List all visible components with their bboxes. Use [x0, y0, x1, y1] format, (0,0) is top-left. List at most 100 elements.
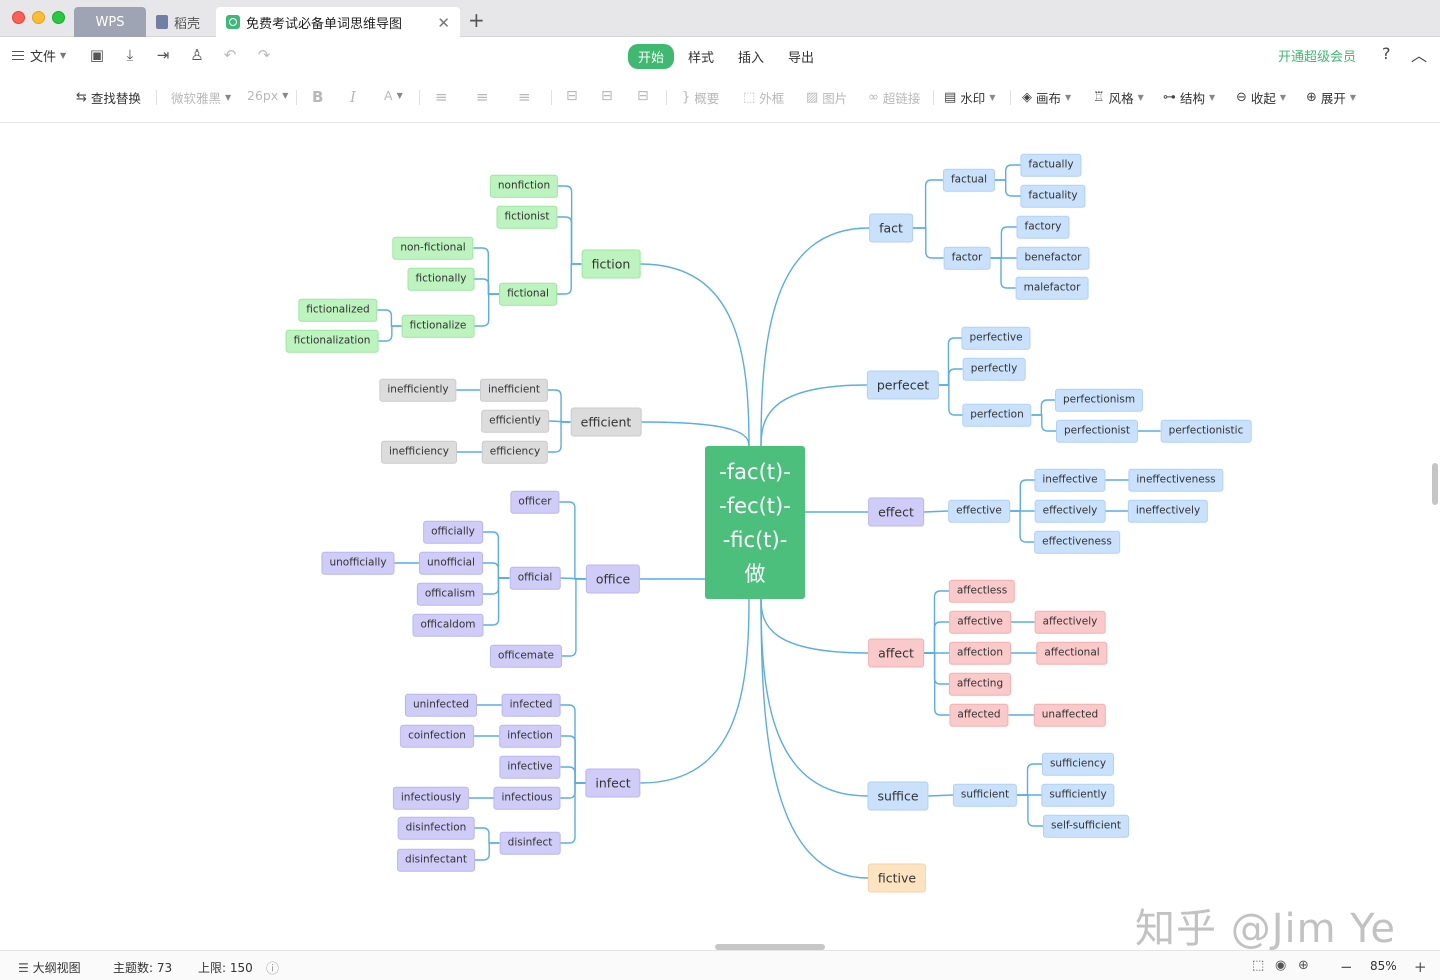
subtopic[interactable]: fictionally [407, 267, 475, 291]
subtopic[interactable]: non-fictional [392, 236, 474, 260]
eye-icon[interactable]: ◉ [1275, 958, 1287, 973]
subtopic[interactable]: factually [1020, 153, 1082, 177]
frame-button[interactable]: ⬚外框 [743, 88, 784, 107]
subtopic[interactable]: affective [949, 610, 1011, 634]
subtopic[interactable]: sufficiency [1041, 752, 1115, 776]
subtopic[interactable]: officemate [489, 644, 563, 668]
tab-export[interactable]: 导出 [788, 51, 815, 66]
align-center-icon[interactable]: ≡ [476, 88, 489, 106]
collapse-button[interactable]: ⊖收起▼ [1236, 88, 1286, 107]
subtopic[interactable]: inefficiently [379, 378, 457, 402]
subtopic[interactable]: perfective [961, 326, 1031, 350]
subtopic[interactable]: affectless [948, 579, 1016, 603]
subtopic[interactable]: fictional [499, 282, 557, 306]
close-window-button[interactable] [12, 11, 25, 24]
subtopic[interactable]: malefactor [1015, 276, 1089, 300]
mindmap-canvas[interactable]: fiction nonfiction fictionist fictional non-… [0, 123, 1440, 950]
subtopic[interactable]: perfectionistic [1160, 419, 1252, 443]
align-right-icon[interactable]: ≡ [518, 88, 531, 106]
main-topic[interactable]: effect [868, 497, 924, 527]
subtopic[interactable]: fictionist [496, 205, 558, 229]
subtopic[interactable]: coinfection [400, 724, 474, 748]
subtopic[interactable]: inefficiency [381, 440, 457, 464]
main-topic[interactable]: suffice [867, 781, 929, 811]
main-topic[interactable]: affect [868, 638, 924, 668]
subtopic[interactable]: fictionalized [298, 298, 378, 322]
minimize-window-button[interactable] [32, 11, 45, 24]
question-icon[interactable]: ⓘ [266, 962, 280, 977]
outline-view-button[interactable]: ☰ 大纲视图 [18, 959, 81, 976]
subtopic[interactable]: affecting [948, 672, 1012, 696]
redo-icon[interactable]: ↷ [257, 46, 271, 64]
subtopic[interactable]: ineffectiveness [1128, 468, 1224, 492]
main-topic[interactable]: fact [869, 213, 913, 243]
subtopic[interactable]: perfectionism [1054, 388, 1144, 412]
subtopic[interactable]: disinfect [499, 831, 561, 855]
subtopic[interactable]: unofficial [419, 551, 483, 575]
summary-button[interactable]: }概要 [682, 88, 719, 107]
maximize-window-button[interactable] [52, 11, 65, 24]
subtopic[interactable]: ineffective [1034, 468, 1106, 492]
subtopic[interactable]: officaldom [412, 613, 484, 637]
subtopic[interactable]: sufficient [952, 783, 1018, 807]
subtopic[interactable]: sufficiently [1041, 783, 1115, 807]
insert-sibling-icon[interactable]: ⊟ [601, 88, 613, 104]
canvas-button[interactable]: ◈画布▼ [1022, 88, 1071, 107]
subtopic[interactable]: unaffected [1033, 703, 1107, 727]
subtopic[interactable]: infected [501, 693, 561, 717]
download-icon[interactable]: ⤓ [126, 46, 134, 64]
zoom-out-button[interactable]: − [1340, 958, 1353, 976]
subtopic[interactable]: factual [942, 168, 996, 192]
close-tab-icon[interactable]: ✕ [437, 14, 450, 32]
subtopic[interactable]: efficiency [481, 440, 549, 464]
new-tab-button[interactable]: + [468, 8, 485, 32]
help-icon[interactable]: ? [1382, 44, 1391, 63]
collapse-ribbon-icon[interactable]: ︿ [1411, 46, 1428, 65]
tab-style[interactable]: 样式 [688, 51, 715, 66]
subtopic[interactable]: nonfiction [489, 174, 559, 198]
italic-button[interactable]: I [350, 88, 356, 106]
subtopic[interactable]: officer [510, 490, 560, 514]
subtopic[interactable]: uninfected [404, 693, 478, 717]
watermark-button[interactable]: ▤水印▼ [944, 88, 995, 107]
main-topic[interactable]: perfecet [866, 370, 940, 400]
subtopic[interactable]: unofficially [321, 551, 395, 575]
bold-button[interactable]: B [312, 88, 324, 106]
subtopic[interactable]: disinfection [397, 816, 475, 840]
subtopic[interactable]: perfectly [962, 357, 1026, 381]
tab-insert[interactable]: 插入 [738, 51, 765, 66]
subtopic[interactable]: fictionalize [401, 314, 475, 338]
subtopic[interactable]: self-sufficient [1043, 814, 1129, 838]
align-left-icon[interactable]: ≡ [435, 88, 448, 106]
subtopic[interactable]: affectional [1036, 641, 1108, 665]
fit-screen-icon[interactable]: ⬚ [1252, 958, 1265, 973]
subtopic[interactable]: factor [943, 246, 991, 270]
find-replace-button[interactable]: ⇆查找替换 [76, 88, 141, 107]
format-painter-icon[interactable]: ♙ [190, 46, 204, 64]
export-icon[interactable]: ⇥ [156, 46, 170, 64]
subtopic[interactable]: effective [948, 499, 1010, 523]
tab-wps[interactable]: WPS [74, 7, 146, 37]
main-topic[interactable]: office [585, 564, 641, 594]
subtopic[interactable]: factuality [1020, 184, 1086, 208]
subtopic[interactable]: efficiently [481, 409, 549, 433]
locate-icon[interactable]: ⊕ [1298, 958, 1309, 973]
hyperlink-button[interactable]: ∞超链接 [868, 88, 920, 107]
main-topic[interactable]: fiction [581, 249, 641, 279]
file-menu[interactable]: 文件 ▼ [12, 46, 66, 65]
font-select[interactable]: 微软雅黑▼ [171, 88, 231, 107]
subtopic[interactable]: affection [948, 641, 1012, 665]
subtopic[interactable]: fictionalization [285, 329, 379, 353]
font-color-button[interactable]: A▼ [384, 88, 403, 103]
insert-parent-icon[interactable]: ⊟ [637, 88, 649, 104]
main-topic[interactable]: fictive [867, 863, 927, 893]
subtopic[interactable]: inefficient [479, 378, 549, 402]
expand-button[interactable]: ⊕展开▼ [1306, 88, 1356, 107]
vertical-scrollbar[interactable] [1432, 463, 1438, 505]
subtopic[interactable]: factory [1016, 215, 1070, 239]
subtopic[interactable]: effectively [1034, 499, 1106, 523]
subtopic[interactable]: official [509, 566, 561, 590]
subtopic[interactable]: disinfectant [397, 848, 475, 872]
subtopic[interactable]: officially [423, 520, 483, 544]
subtopic[interactable]: perfectionist [1056, 419, 1138, 443]
